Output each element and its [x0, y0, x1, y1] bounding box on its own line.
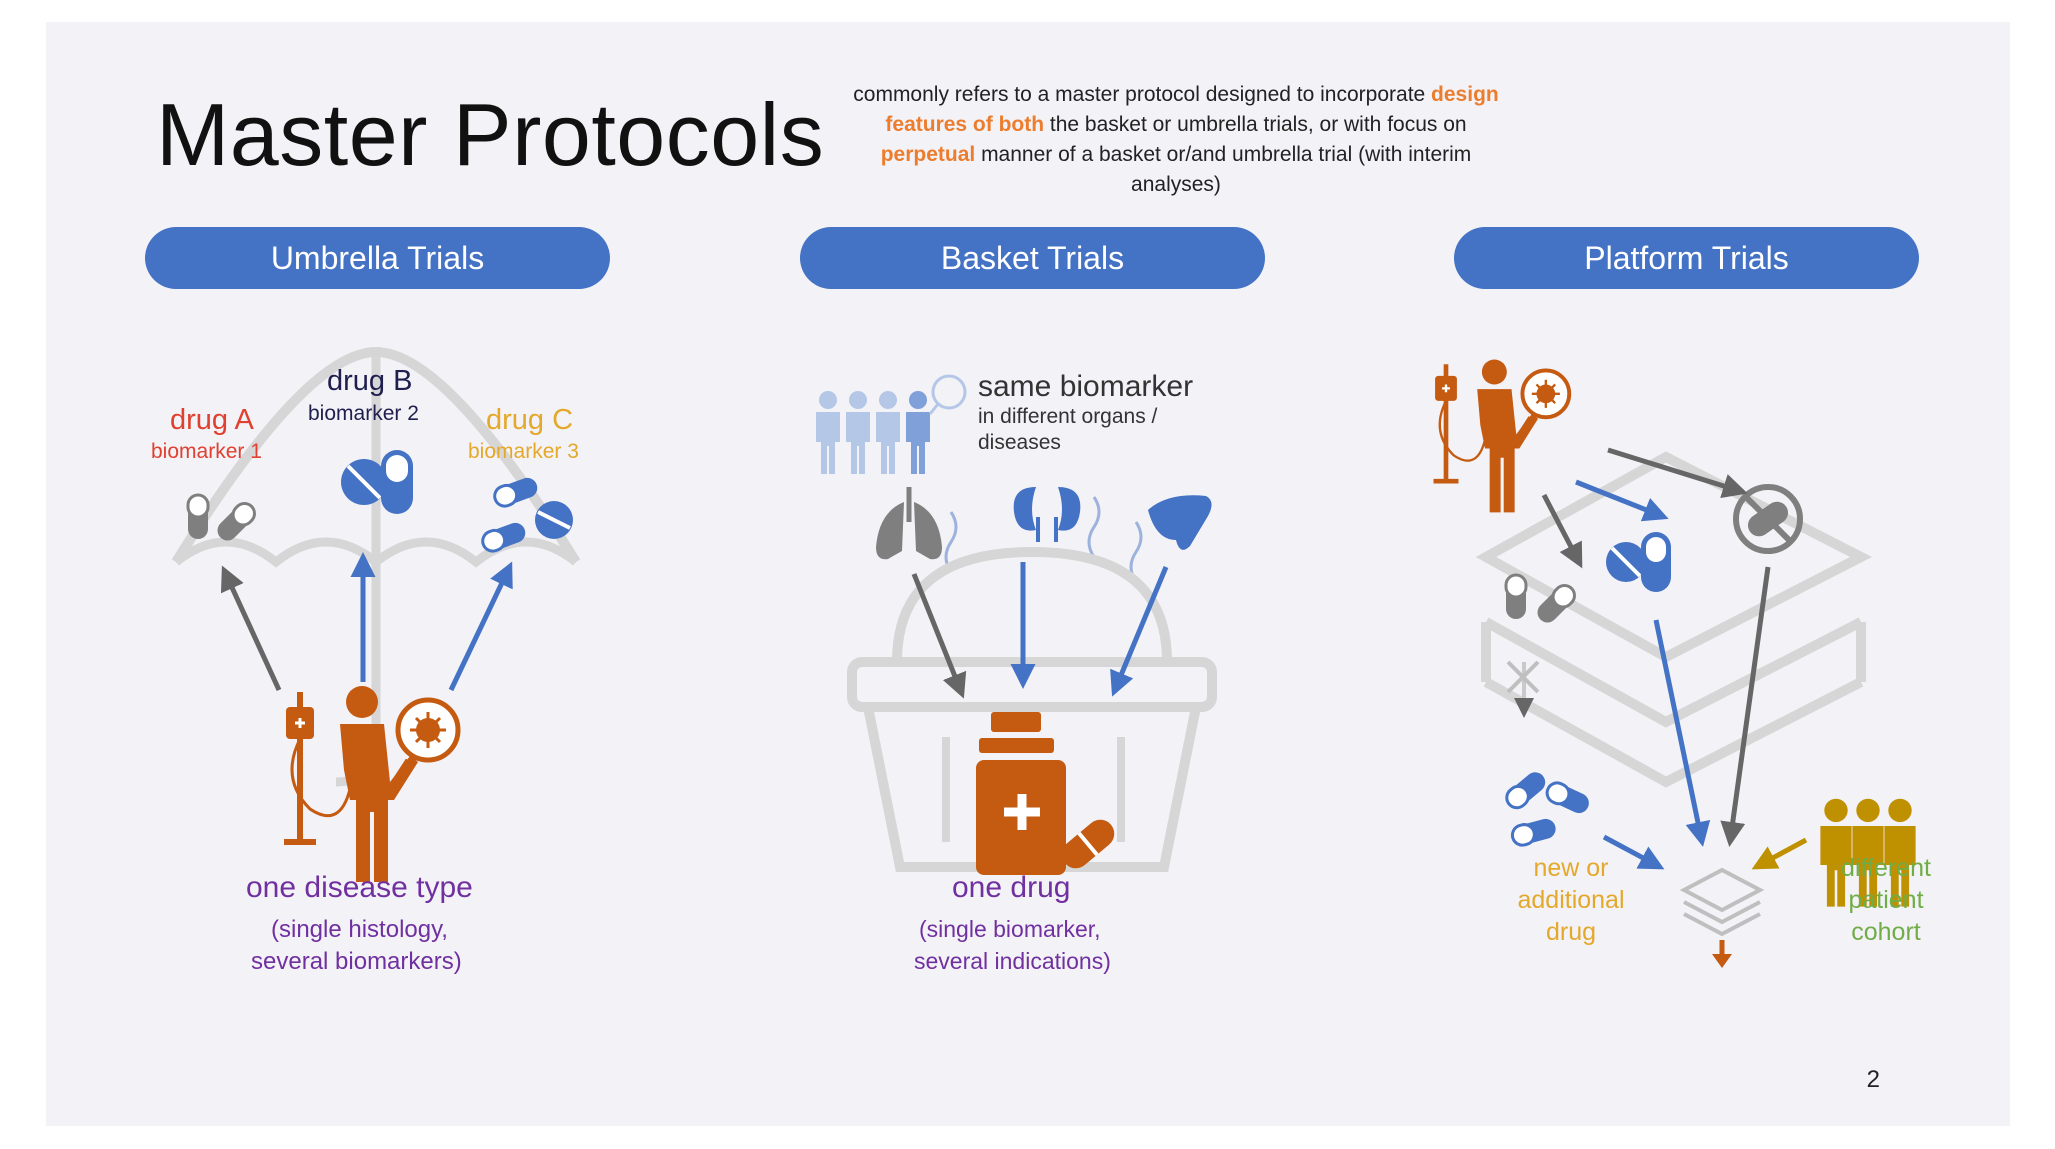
subtitle-text: commonly refers to a master protocol des… [846, 80, 1506, 200]
basket-arrows [911, 562, 1169, 699]
subtitle-part-1: commonly refers to a master protocol des… [853, 83, 1432, 106]
drug-b-pills-icon [341, 450, 413, 514]
new-drug-capsules-icon [1501, 766, 1594, 849]
subtitle-part-2: the basket or umbrella trials, or with f… [1044, 113, 1467, 136]
subtitle-part-3: manner of a basket or/and umbrella trial… [975, 143, 1472, 196]
biomarker-3-label: biomarker 3 [468, 440, 579, 463]
output-arrow [1712, 940, 1732, 968]
layers-icon [1679, 867, 1765, 937]
platform-layers-background [1475, 451, 1872, 788]
page-title: Master Protocols [156, 85, 825, 184]
cohort-label-3: cohort [1851, 918, 1921, 946]
umbrella-caption-sub-1: (single histology, [271, 916, 448, 943]
medicine-bottle-icon [976, 712, 1115, 875]
page-number: 2 [1866, 1066, 1880, 1093]
umbrella-patient-icon [284, 686, 458, 882]
new-drug-label-2: additional [1517, 886, 1625, 914]
platform-arrows [1541, 447, 1808, 870]
platform-blue-pills-icon [1606, 532, 1671, 592]
no-drug-icon [1733, 484, 1803, 554]
basket-caption: one drug [952, 871, 1071, 904]
basket-caption-sub-2: several indications) [914, 948, 1111, 974]
platform-trials-header: Platform Trials [1454, 227, 1919, 289]
drug-a-label: drug A [170, 404, 254, 436]
kidneys-icon [1013, 487, 1101, 558]
subtitle-highlight-2: perpetual [880, 143, 976, 166]
diagram-artwork [171, 346, 1916, 968]
organs-label-1: in different organs / [978, 405, 1158, 428]
drug-a-capsules-icon [186, 493, 261, 547]
biomarker-2-label: biomarker 2 [308, 402, 419, 425]
drug-b-label: drug B [327, 365, 413, 397]
platform-patient-icon [1434, 360, 1570, 513]
biomarker-1-label: biomarker 1 [151, 440, 262, 463]
umbrella-arrows [220, 552, 513, 692]
drug-c-pills-icon [478, 473, 573, 556]
drug-c-label: drug C [486, 404, 574, 436]
same-biomarker-label: same biomarker [978, 370, 1194, 403]
umbrella-caption: one disease type [246, 871, 473, 904]
basket-trials-header: Basket Trials [800, 227, 1265, 289]
basket-people-icon [816, 374, 967, 474]
new-drug-label-1: new or [1533, 854, 1609, 882]
liver-icon [1129, 495, 1212, 583]
basket-caption-sub-1: (single biomarker, [919, 916, 1101, 942]
cohort-label-1: different [1841, 854, 1931, 882]
slide: Master Protocols commonly refers to a ma… [46, 22, 2010, 1126]
new-drug-label-3: drug [1545, 918, 1597, 946]
cohort-label-2: patient [1848, 886, 1924, 914]
dropped-drug-cross [1506, 660, 1540, 718]
organs-label-2: diseases [978, 431, 1061, 454]
lungs-icon [876, 487, 958, 573]
umbrella-caption-sub-2: several biomarkers) [251, 948, 462, 975]
umbrella-trials-header: Umbrella Trials [145, 227, 610, 289]
subtitle-highlight-1: design features of both [885, 83, 1499, 136]
